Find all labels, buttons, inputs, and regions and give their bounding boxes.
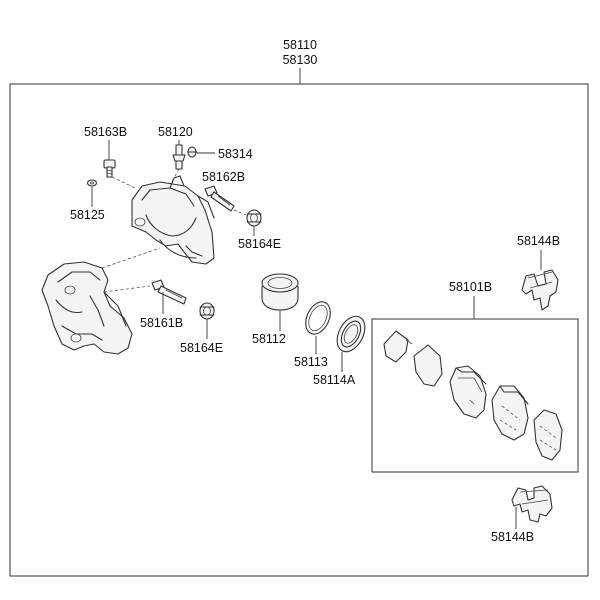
shim-1-icon xyxy=(383,330,413,363)
label-piston-seal: 58113 xyxy=(294,355,328,369)
piston-icon xyxy=(261,273,299,311)
label-bleeder: 58120 xyxy=(158,125,193,139)
carrier-bracket-icon xyxy=(41,261,133,355)
label-boot-lower: 58164E xyxy=(180,341,223,355)
label-boot-upper: 58164E xyxy=(238,237,281,251)
spring-clip-lower-icon xyxy=(511,485,553,523)
label-piston: 58112 xyxy=(252,332,286,346)
label-clip-upper: 58144B xyxy=(517,234,560,248)
label-guide-pin-upper: 58162B xyxy=(202,170,245,184)
brake-pad-outer-icon xyxy=(491,385,529,441)
seal-ring-icon xyxy=(305,301,331,335)
bleeder-cap-icon xyxy=(187,146,198,158)
bleeder-screw-icon xyxy=(172,144,186,170)
dash-guide-upper xyxy=(233,209,247,216)
boot-upper-icon xyxy=(246,209,262,227)
guide-pin-upper-icon xyxy=(204,185,235,212)
spring-clip-upper-icon xyxy=(521,269,559,311)
shim-outer-icon xyxy=(533,409,563,461)
dust-boot-icon xyxy=(336,315,366,353)
assembly-label-top-b: 58130 xyxy=(283,53,318,67)
washer-icon xyxy=(86,179,98,187)
dash-carrier-lower xyxy=(103,285,151,293)
boot-lower-icon xyxy=(199,302,215,320)
label-guide-pin-lower: 58161B xyxy=(140,316,183,330)
guide-pin-lower-icon xyxy=(151,279,187,305)
dash-carrier-upper xyxy=(101,247,161,269)
brake-pad-inner-icon xyxy=(449,365,487,419)
caliper-housing-icon xyxy=(131,175,215,265)
assembly-label-top-a: 58110 xyxy=(283,38,317,52)
dash-bolt-upper xyxy=(111,176,136,189)
label-washer: 58125 xyxy=(70,208,105,222)
label-dust-boot: 58114A xyxy=(313,373,356,387)
label-pad-kit: 58101B xyxy=(449,280,492,294)
label-bleeder-cap: 58314 xyxy=(218,147,253,161)
label-bolt-upper: 58163B xyxy=(84,125,127,139)
pad-kit-frame xyxy=(371,318,579,473)
label-clip-lower: 58144B xyxy=(491,530,534,544)
assembly-frame xyxy=(9,83,589,577)
bolt-icon xyxy=(103,159,116,178)
shim-2-icon xyxy=(413,344,443,387)
